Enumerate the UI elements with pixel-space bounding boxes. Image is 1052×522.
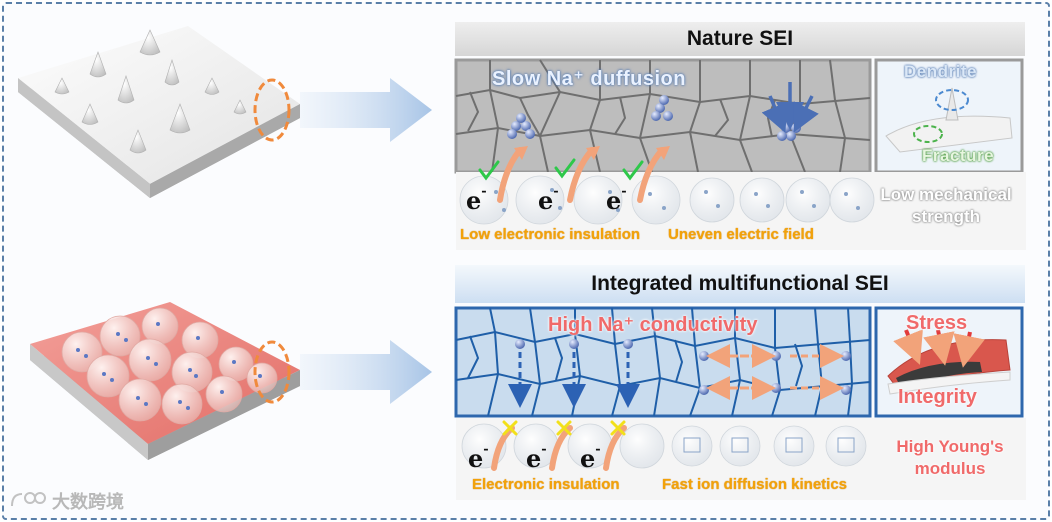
slow-diffusion-label: Slow Na⁺ duffusion xyxy=(492,68,686,90)
arrow-to-nature-sei xyxy=(300,78,432,142)
fracture-label: Fracture xyxy=(922,146,995,165)
stress-integrity-inset xyxy=(874,306,1024,418)
high-conductivity-label: High Na⁺ conductivity xyxy=(548,314,758,336)
highlight-ellipse-bottom xyxy=(253,340,291,404)
low-insulation-label: Low electronic insulation xyxy=(460,226,641,243)
integrated-sei-cluster-strip xyxy=(456,418,1026,500)
coated-electrode xyxy=(30,302,300,460)
high-modulus-label: High Young's modulus xyxy=(896,437,1004,478)
dendrite-fracture-inset xyxy=(874,58,1024,174)
dendrite-electrode xyxy=(18,26,300,198)
fast-kinetics-label: Fast ion diffusion kinetics xyxy=(662,476,848,493)
watermark-logo-icon xyxy=(11,492,46,507)
integrity-label: Integrity xyxy=(898,386,977,408)
electron-symbol-1: e- xyxy=(466,184,487,215)
electron-symbol-3: e- xyxy=(606,184,627,215)
nature-sei-title: Nature SEI xyxy=(455,22,1025,56)
integrated-sei-title: Integrated multifunctional SEI xyxy=(455,265,1025,303)
stress-label: Stress xyxy=(906,312,968,334)
integrated-sei-grain-box xyxy=(454,306,872,418)
nature-sei-cluster-strip xyxy=(456,146,1026,250)
electronic-insulation-label: Electronic insulation xyxy=(472,476,620,493)
arrow-to-integrated-sei xyxy=(300,340,432,404)
electron-symbol-5: e- xyxy=(526,442,547,473)
electron-symbol-6: e- xyxy=(580,442,601,473)
low-strength-label: Low mechanical strength xyxy=(880,185,1012,226)
nature-sei-grain-box xyxy=(454,58,872,174)
highlight-ellipse-top xyxy=(253,78,291,142)
electron-symbol-4: e- xyxy=(468,442,489,473)
dendrite-label: Dendrite xyxy=(904,62,977,81)
uneven-field-label: Uneven electric field xyxy=(668,226,814,243)
watermark-text: 大数跨境 xyxy=(52,492,124,512)
electron-symbol-2: e- xyxy=(538,184,559,215)
